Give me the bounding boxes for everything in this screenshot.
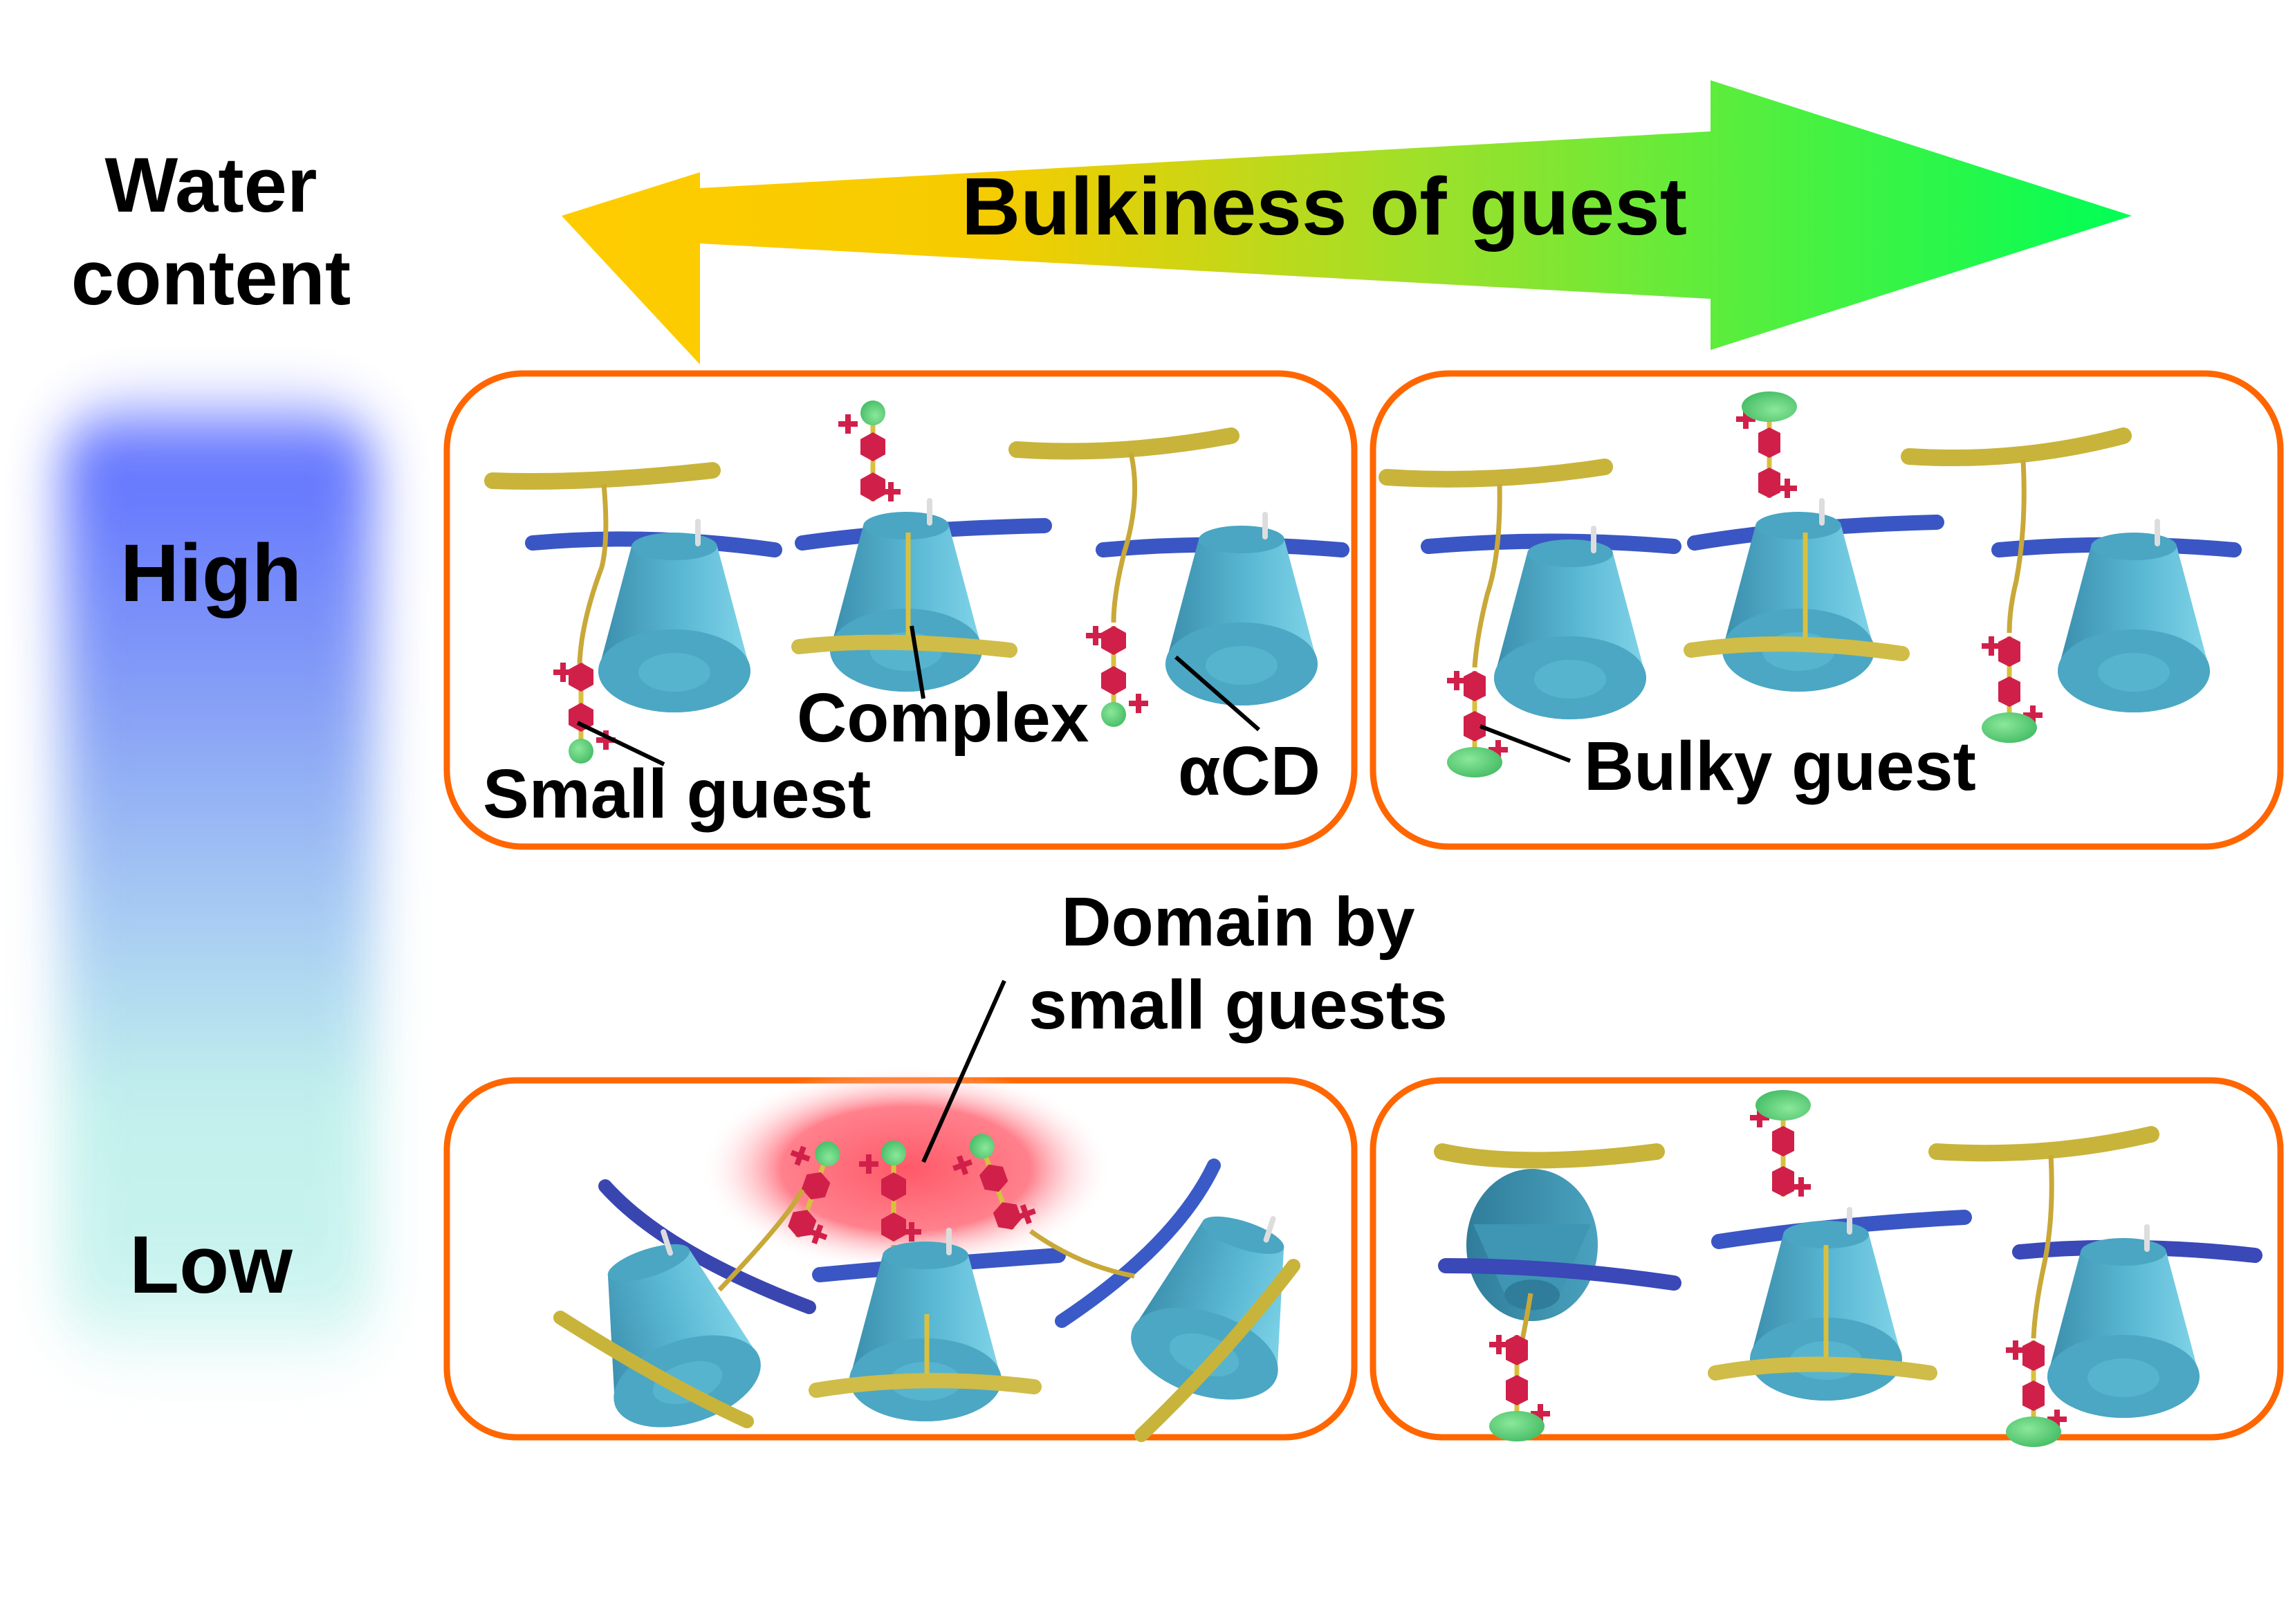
domain-label: Domain by small guests (989, 887, 1487, 1040)
unit-tilted-left (553, 1130, 858, 1445)
domain-label-line1: Domain by (1061, 883, 1415, 961)
leader-alpha-cd (1174, 655, 1260, 732)
alpha-cd-label: αCD (1178, 732, 1320, 810)
unit-inverted-host (1434, 1143, 1681, 1441)
unit-complex-3 (1708, 1090, 1972, 1401)
unit-complex-2 (1684, 391, 1944, 692)
bulkiness-arrow (562, 80, 2132, 365)
bulky-guest-label: Bulky guest (1584, 728, 1976, 805)
complex-label: Complex (797, 679, 1089, 757)
unit-free-host-5 (1928, 1126, 2262, 1447)
leader-complex (910, 625, 925, 699)
high-label: High (120, 528, 302, 619)
unit-center-complex (809, 1141, 1066, 1421)
small-guest-label: Small guest (483, 755, 872, 833)
unit-free-host-4 (1901, 427, 2242, 743)
leader-domain (921, 979, 1006, 1163)
water-content-title: Water content (42, 147, 380, 317)
bulkiness-label: Bulkiness of guest (961, 161, 1688, 252)
leader-small-guest (576, 721, 665, 766)
leader-bulky-guest (1479, 724, 1571, 763)
unit-free-host-1 (484, 462, 782, 764)
water-content-line1: Water (104, 142, 317, 228)
water-content-gradient (62, 387, 374, 1383)
unit-free-host-3 (1379, 459, 1681, 777)
unit-tilted-right (946, 1125, 1325, 1442)
unit-complex-1 (791, 400, 1052, 692)
domain-label-line2: small guests (1029, 966, 1448, 1044)
water-content-line2: content (71, 234, 351, 321)
low-label: Low (129, 1219, 293, 1311)
unit-free-host-2 (1008, 427, 1349, 727)
